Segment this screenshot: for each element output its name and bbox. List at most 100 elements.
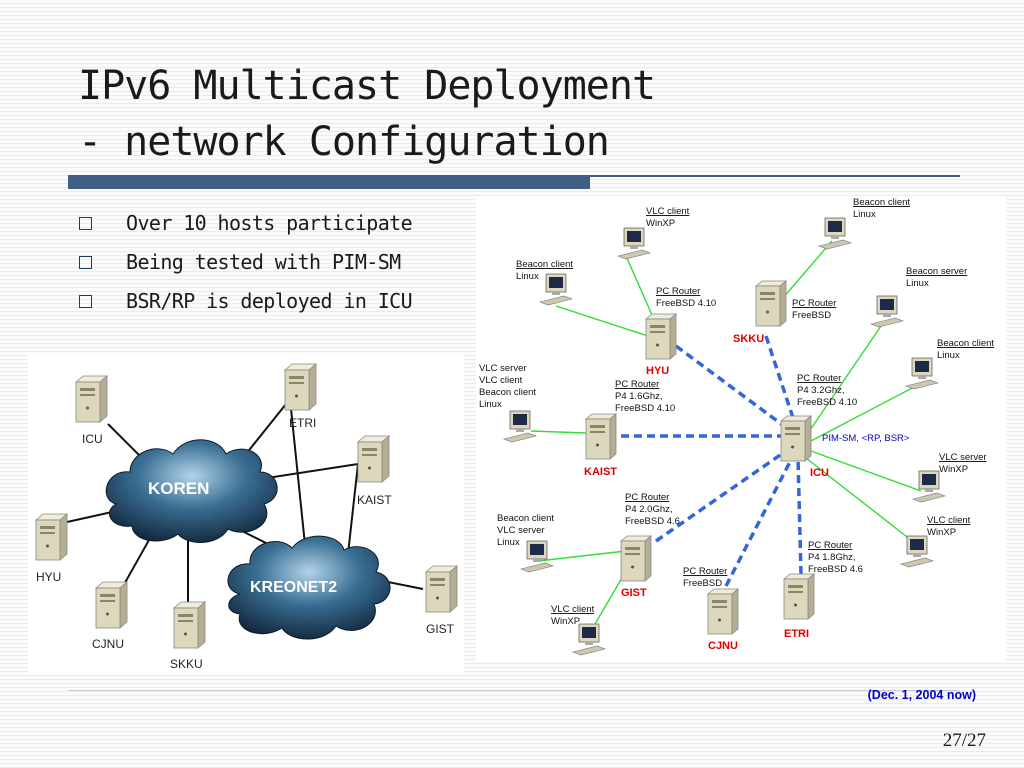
router-gist <box>620 535 652 582</box>
title-underline-rule <box>590 175 960 177</box>
host-caption: Beacon server <box>906 266 967 277</box>
server-icon <box>35 513 68 561</box>
site-label: HYU <box>646 365 669 377</box>
site-label: SKKU <box>733 333 764 345</box>
koren-cloud-icon <box>105 439 278 543</box>
pc-icon <box>572 623 606 656</box>
server-icon <box>645 313 677 360</box>
router-hyu <box>645 313 677 360</box>
host-caption: Beacon client <box>497 513 554 524</box>
site-label: ICU <box>810 467 829 479</box>
node-label: ICU <box>82 432 103 446</box>
node-label: CJNU <box>92 637 124 651</box>
router-caption: PC Router <box>797 373 841 384</box>
server-icon <box>173 601 206 649</box>
title-underline-bar <box>68 175 590 189</box>
router-etri <box>783 573 815 620</box>
title-line-1: IPv6 Multicast Deployment <box>78 63 656 109</box>
node-label: HYU <box>36 570 61 584</box>
date-note: (Dec. 1, 2004 now) <box>867 688 976 702</box>
bullet-item: BSR/RP is deployed in ICU <box>76 282 413 321</box>
bullet-square-icon <box>79 295 92 308</box>
router-caption: PC Router <box>625 492 669 503</box>
server-icon <box>780 415 812 462</box>
pc-icon <box>539 273 573 306</box>
pc-icon <box>912 470 946 503</box>
server-node-etri <box>284 363 317 411</box>
host-caption: Beacon client <box>937 338 994 349</box>
server-node-hyu <box>35 513 68 561</box>
pc-icon <box>520 540 554 573</box>
rp-bsr-label: PIM-SM, <RP, BSR> <box>822 433 910 444</box>
pc-icon <box>503 410 537 443</box>
pc-icon <box>905 357 939 390</box>
router-caption: PC Router <box>683 566 727 577</box>
site-label: GIST <box>621 587 647 599</box>
server-node-kaist <box>357 435 390 483</box>
pc-icon <box>617 227 651 260</box>
router-caption: PC Router <box>808 540 852 551</box>
site-label: ETRI <box>784 628 809 640</box>
server-icon <box>75 375 108 423</box>
backbone-diagram: KOREN KREONET2 ICU ETRI KAIST HYU CJNU S… <box>28 354 464 674</box>
router-caption: PC Router <box>615 379 659 390</box>
server-icon <box>95 581 128 629</box>
bullet-square-icon <box>79 217 92 230</box>
node-label: KAIST <box>357 493 392 507</box>
node-label: ETRI <box>289 416 316 430</box>
host-caption: VLC client <box>927 515 971 526</box>
slide-title: IPv6 Multicast Deployment - network Conf… <box>78 58 656 170</box>
router-skku <box>755 280 787 327</box>
server-icon <box>783 573 815 620</box>
pc-icon <box>818 217 852 250</box>
host-caption: VLC client <box>551 604 595 615</box>
host-caption: Beacon client <box>516 259 573 270</box>
page-number: 27/27 <box>942 730 986 751</box>
bullet-list: Over 10 hosts participate Being tested w… <box>76 204 413 321</box>
multicast-testbed-diagram: HYU SKKU KAIST ICU GIST CJNU ETRI PIM-SM… <box>476 196 1006 662</box>
server-icon <box>620 535 652 582</box>
router-kaist <box>585 413 617 460</box>
server-icon <box>284 363 317 411</box>
title-line-2: - network Configuration <box>78 119 610 165</box>
bullet-item: Being tested with PIM-SM <box>76 243 412 282</box>
server-node-cjnu <box>95 581 128 629</box>
pc-icon <box>870 295 904 328</box>
router-caption: PC Router <box>792 298 836 309</box>
router-icu <box>780 415 812 462</box>
cloud-label: KREONET2 <box>250 579 337 596</box>
server-icon <box>357 435 390 483</box>
server-node-skku <box>173 601 206 649</box>
host-caption: VLC server <box>479 363 527 374</box>
bullet-square-icon <box>79 256 92 269</box>
router-caption: PC Router <box>656 286 700 297</box>
server-icon <box>707 588 739 635</box>
server-node-gist <box>425 565 458 613</box>
server-icon <box>585 413 617 460</box>
host-caption: Beacon client <box>853 197 910 208</box>
site-label: CJNU <box>708 640 738 652</box>
host-caption: VLC client <box>646 206 690 217</box>
footer-rule <box>68 690 960 691</box>
pc-icon <box>900 535 934 568</box>
node-label: SKKU <box>170 657 203 671</box>
router-cjnu <box>707 588 739 635</box>
multicast-links <box>621 335 803 587</box>
host-caption: VLC server <box>939 452 987 463</box>
cloud-label: KOREN <box>148 479 209 498</box>
